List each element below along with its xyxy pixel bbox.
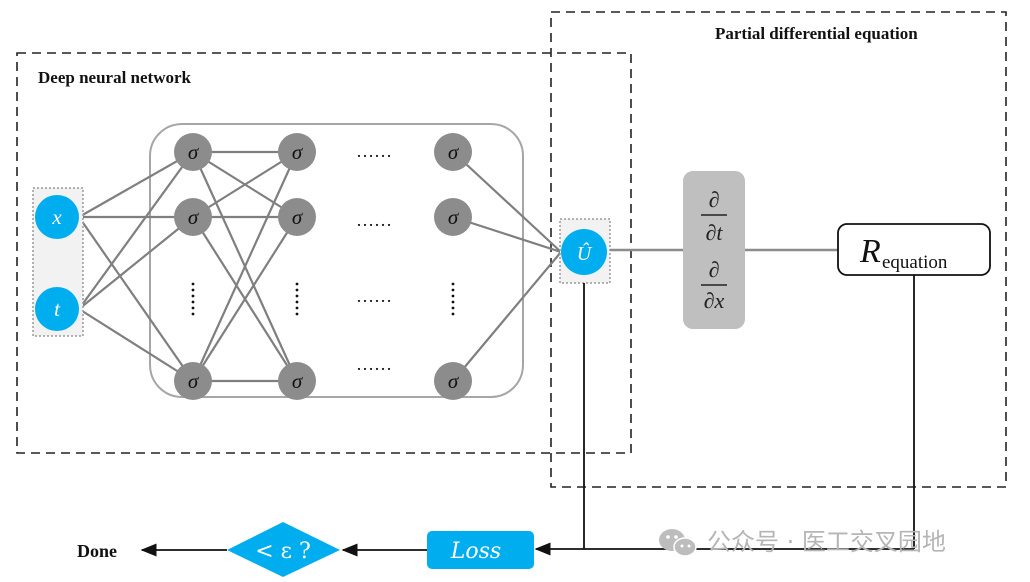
hidden-node: σ — [278, 198, 316, 236]
svg-text:σ: σ — [188, 369, 200, 393]
derivative-block — [683, 171, 745, 329]
svg-text:< ε ?: < ε ? — [255, 539, 311, 564]
connection-edge — [78, 216, 194, 382]
connection-edge — [191, 151, 299, 382]
vertical-ellipsis — [295, 282, 299, 316]
input-node-x: x — [35, 195, 79, 239]
partial-t-operator: ∂ ∂t — [701, 187, 727, 245]
loss-box: Loss — [427, 531, 534, 569]
horizontal-ellipsis: …… — [356, 141, 392, 161]
hidden-nodes: σ σ σ σ σ σ σ σ σ — [174, 133, 472, 400]
input-node-t: t — [35, 287, 79, 331]
decision-diamond: < ε ? — [227, 522, 340, 577]
hidden-node: σ — [278, 133, 316, 171]
svg-text:σ: σ — [448, 205, 460, 229]
connection-edge — [78, 216, 194, 310]
ellipses: …… …… …… …… — [191, 141, 455, 374]
connection-edge — [192, 216, 298, 382]
horizontal-ellipsis: …… — [356, 354, 392, 374]
horizontal-ellipsis: …… — [356, 286, 392, 306]
svg-text:σ: σ — [188, 205, 200, 229]
vertical-ellipsis — [451, 282, 455, 316]
pde-region-label: Partial differential equation — [715, 24, 918, 43]
svg-text:∂: ∂ — [709, 187, 720, 212]
done-label: Done — [77, 541, 117, 561]
hidden-node: σ — [434, 133, 472, 171]
watermark: 公众号 · 医工交叉园地 — [659, 528, 946, 557]
svg-text:σ: σ — [448, 140, 460, 164]
connection-edge — [452, 151, 562, 253]
residual-subscript: equation — [882, 252, 948, 273]
dnn-region-label: Deep neural network — [38, 68, 192, 87]
hidden-node: σ — [434, 198, 472, 236]
connection-edge — [78, 151, 194, 310]
hidden-node: σ — [174, 133, 212, 171]
svg-text:∂x: ∂x — [704, 288, 725, 313]
output-node-u-hat: Û — [561, 229, 607, 275]
svg-text:σ: σ — [292, 205, 304, 229]
svg-text:σ: σ — [188, 140, 200, 164]
svg-text:∂t: ∂t — [706, 220, 724, 245]
hidden-layers-container — [149, 123, 524, 398]
hidden-node: σ — [174, 362, 212, 400]
horizontal-ellipsis: …… — [356, 210, 392, 230]
wechat-icon — [659, 529, 697, 557]
svg-text:Loss: Loss — [450, 539, 501, 564]
connection-edge — [78, 151, 194, 218]
hidden-node: σ — [278, 362, 316, 400]
svg-text:t: t — [54, 297, 61, 321]
connection-edge — [192, 151, 298, 218]
vertical-ellipsis — [191, 282, 195, 316]
svg-text:x: x — [51, 205, 62, 229]
svg-text:σ: σ — [448, 369, 460, 393]
connection-edge — [78, 308, 194, 382]
svg-text:∂: ∂ — [709, 257, 720, 282]
hidden-node: σ — [434, 362, 472, 400]
svg-text:σ: σ — [292, 369, 304, 393]
hidden-node: σ — [174, 198, 212, 236]
dnn-region-box — [16, 52, 632, 454]
residual-symbol: R — [859, 233, 881, 270]
svg-text:Û: Û — [577, 241, 593, 265]
svg-text:公众号 · 医工交叉园地: 公众号 · 医工交叉园地 — [707, 528, 946, 556]
connection-edge — [452, 251, 562, 382]
svg-text:σ: σ — [292, 140, 304, 164]
connections — [78, 150, 562, 383]
partial-x-operator: ∂ ∂x — [701, 257, 727, 313]
